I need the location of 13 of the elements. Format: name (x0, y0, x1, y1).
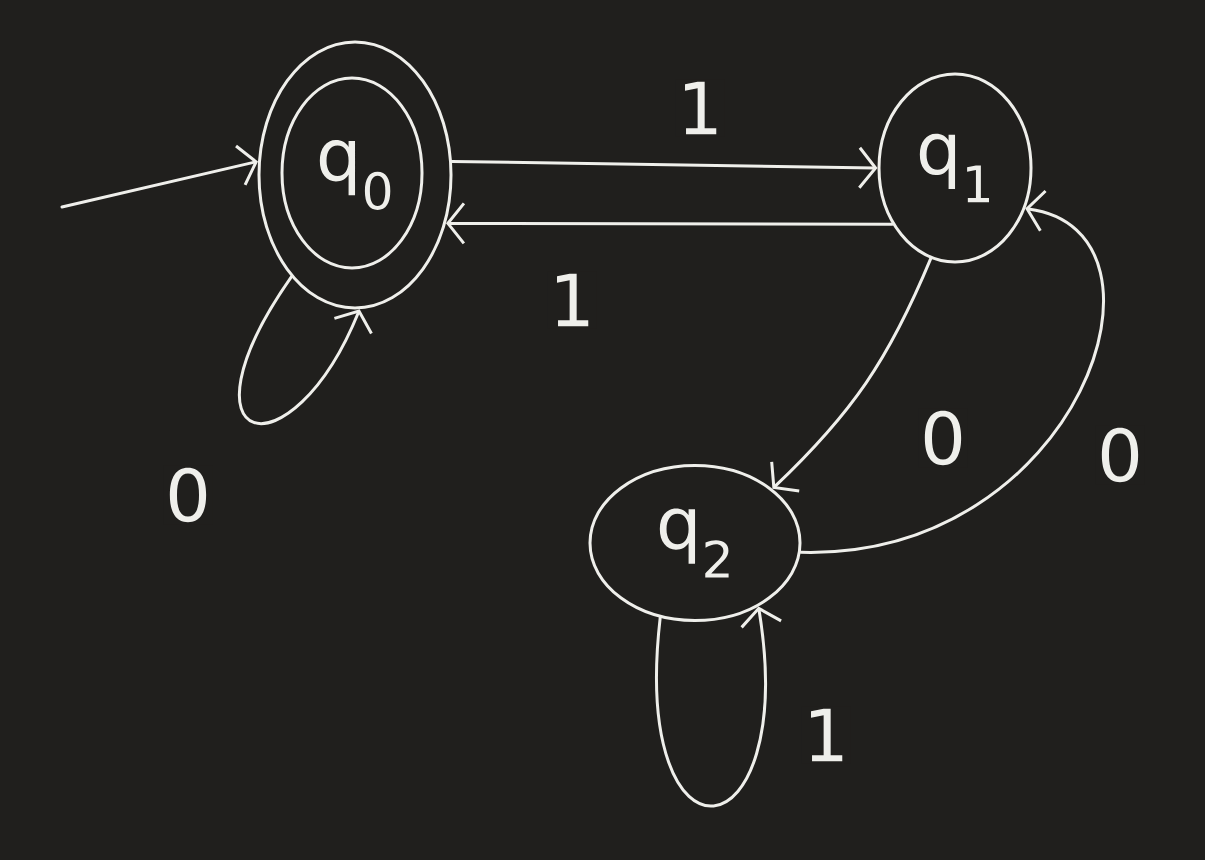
start-arrow (60, 144, 258, 209)
edge-label: 1 (675, 79, 725, 137)
transition-arrow (799, 189, 1105, 554)
edge-label: 1 (547, 271, 597, 329)
self-loop-arrow (238, 275, 373, 425)
transition-arrow (445, 202, 894, 245)
transition-arrow (450, 146, 878, 189)
edge-label: 0 (163, 465, 213, 525)
self-loop-arrow (655, 606, 782, 808)
edge-label: 0 (1095, 425, 1145, 485)
edge-label: 0 (918, 408, 968, 468)
transition-arrow (770, 257, 933, 493)
edge-label: 1 (801, 706, 851, 764)
